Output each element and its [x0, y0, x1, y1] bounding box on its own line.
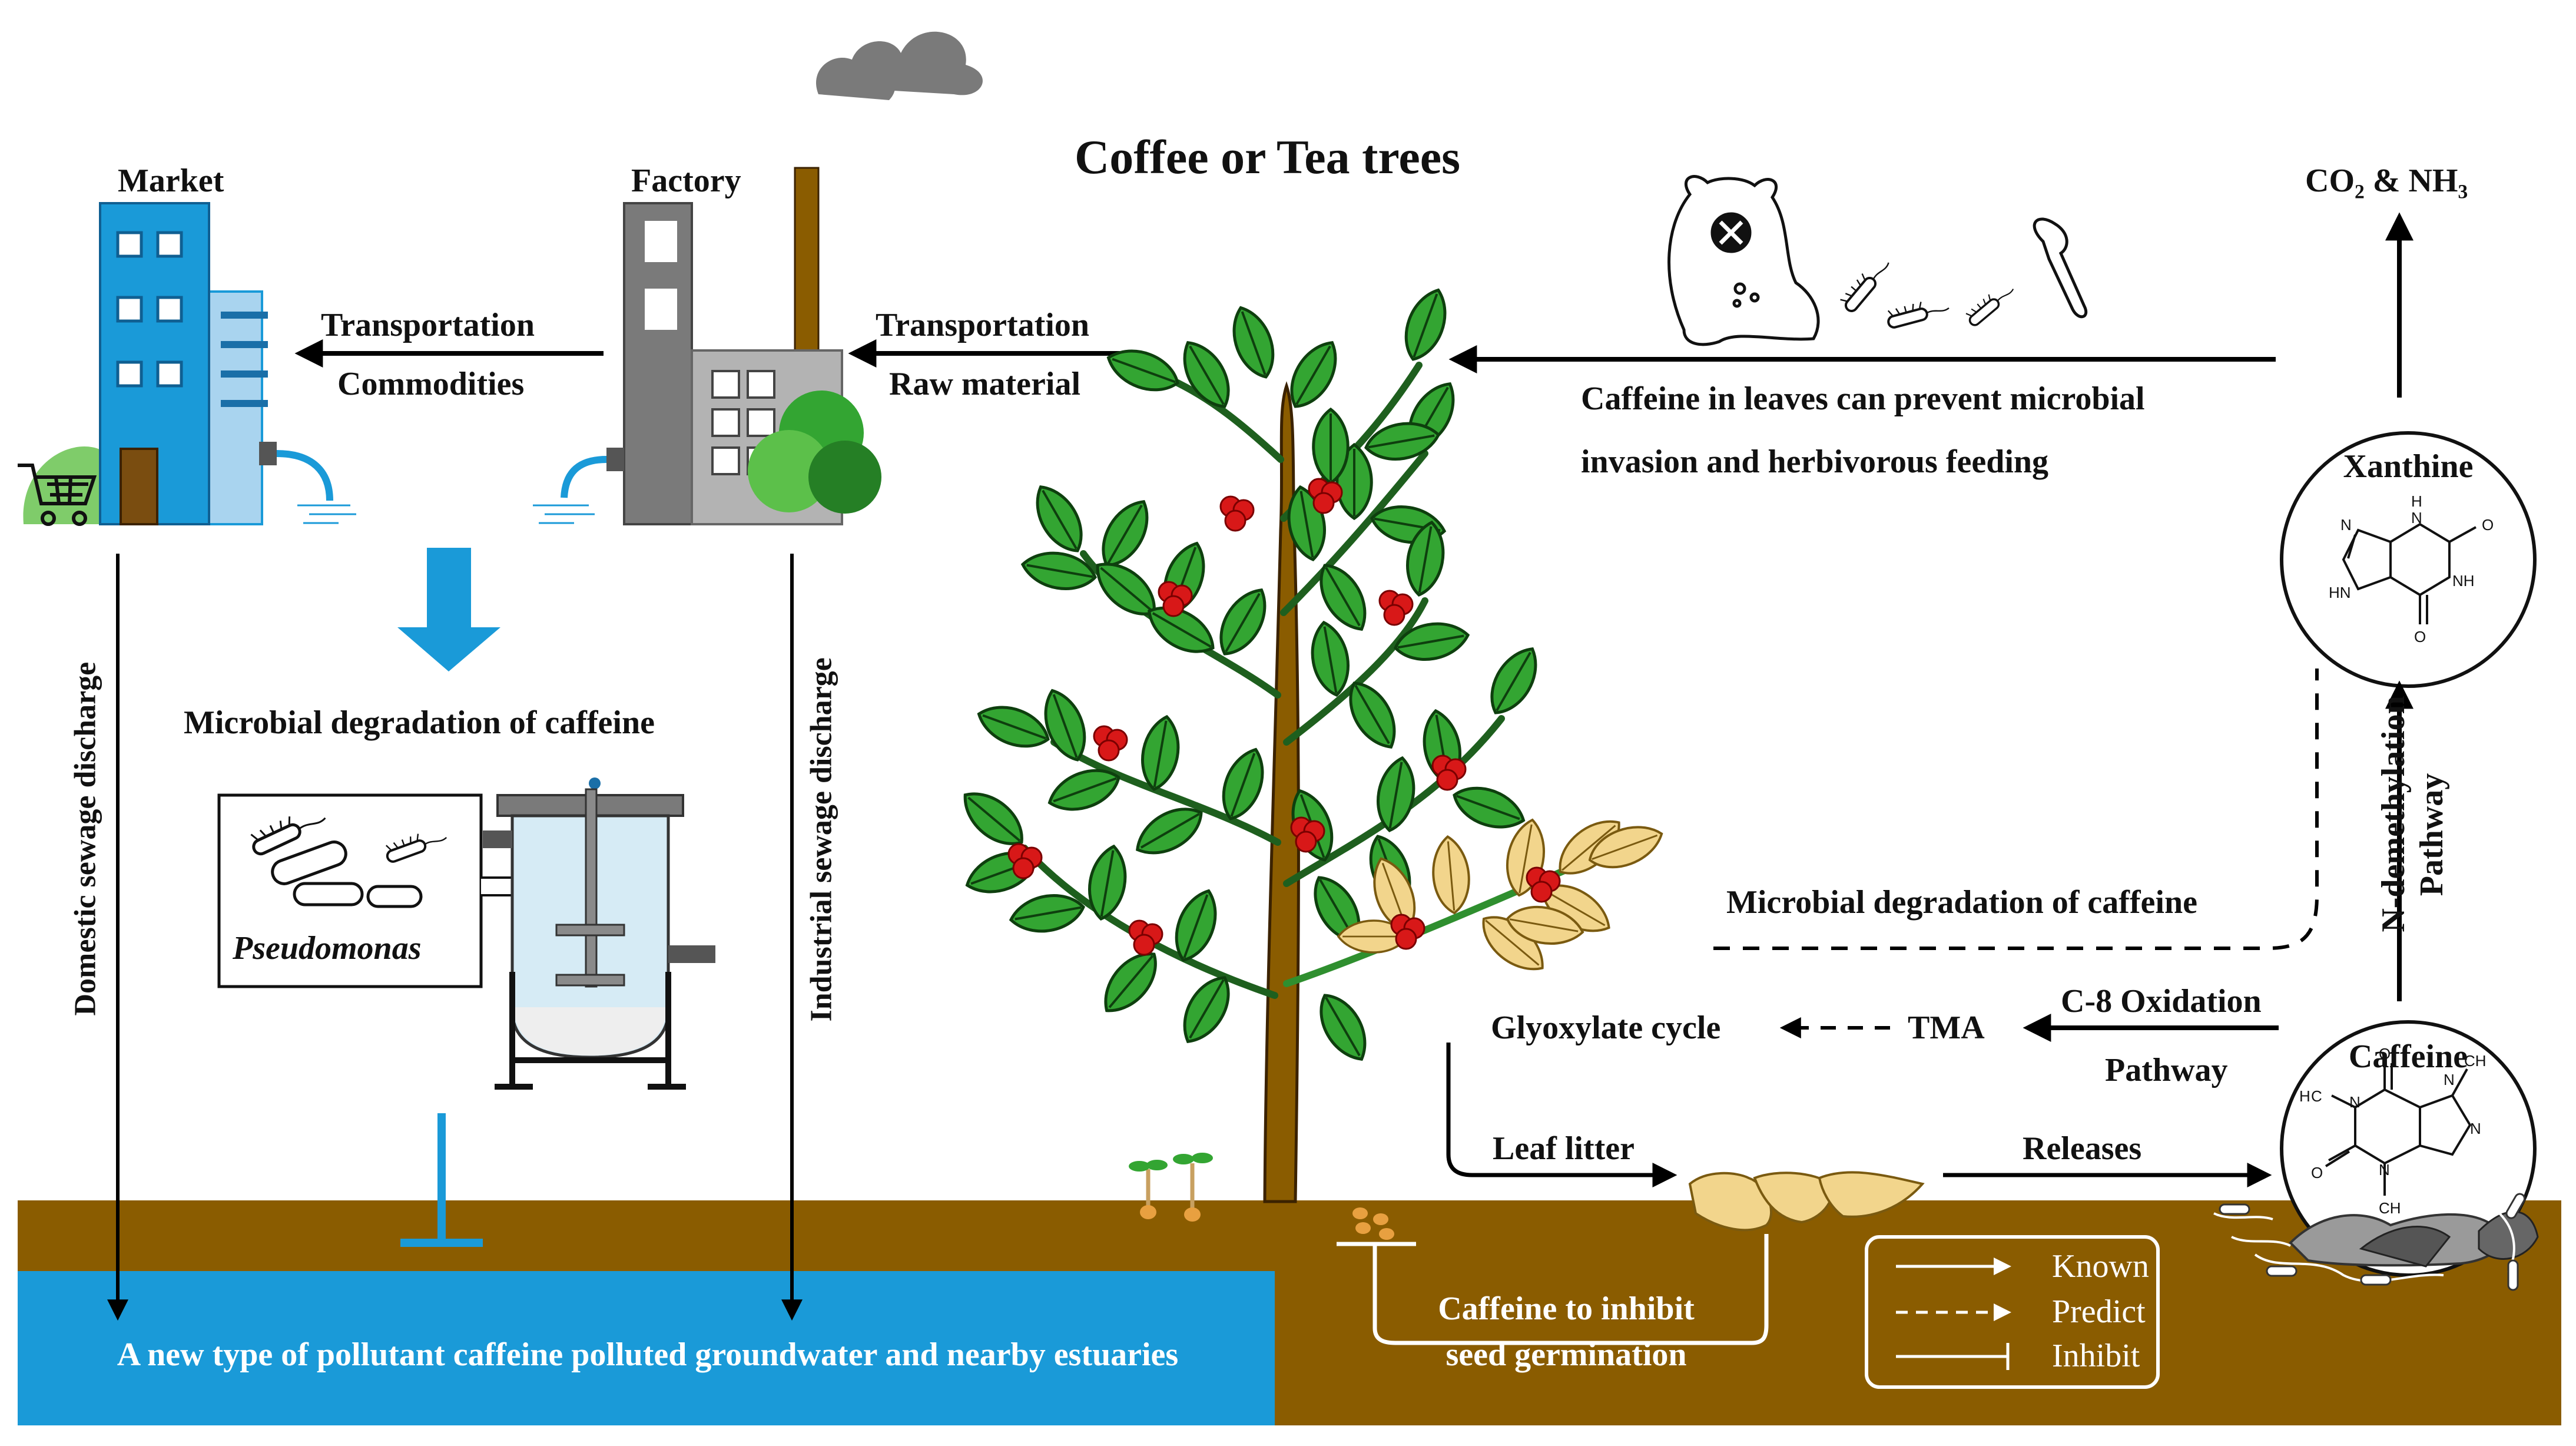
diagram-title: Coffee or Tea trees [1075, 130, 1461, 184]
caffeine-label: Caffeine [2348, 1038, 2468, 1075]
industrial-sewage-label: Industrial sewage discharge [804, 657, 838, 1022]
market-building [23, 202, 356, 525]
legend-inhibit-line [1896, 1343, 2010, 1370]
releases-label: Releases [2023, 1130, 2142, 1167]
svg-text:N: N [2411, 509, 2422, 527]
factory-building [533, 31, 983, 525]
transport-raw-material-line2: Raw material [889, 366, 1081, 402]
n-demethylation-label: N-demethylation [2375, 696, 2412, 932]
pseudomonas-label: Pseudomonas [233, 930, 422, 967]
svg-text:O: O [2379, 1045, 2391, 1063]
legend-box [1865, 1235, 2160, 1389]
svg-text:N: N [2379, 1161, 2390, 1179]
microbial-degradation-right-label: Microbial degradation of caffeine [1726, 884, 2197, 921]
svg-text:HN: HN [2329, 584, 2351, 601]
svg-text:H: H [2411, 492, 2422, 510]
seeds-icon [1352, 1207, 1394, 1240]
svg-text:N: N [2340, 516, 2352, 534]
soil-microbes-rocks-icon [2213, 1193, 2539, 1291]
market-label: Market [118, 163, 224, 199]
legend-known-label: Known [2052, 1248, 2149, 1285]
blue-down-arrow [397, 548, 500, 671]
svg-text:O: O [2414, 628, 2426, 646]
seed-inhibit-line2: seed germination [1446, 1336, 1687, 1373]
bioreactor-icon [483, 777, 715, 1090]
legend-predict-label: Predict [2052, 1293, 2146, 1330]
seed-inhibit-bracket [1372, 1234, 1769, 1345]
glyoxylate-label: Glyoxylate cycle [1491, 1010, 1721, 1046]
microbe-icons [1838, 217, 2088, 329]
caffeine-structure [2325, 1063, 2472, 1196]
svg-text:O: O [2311, 1164, 2323, 1182]
svg-text:C: C [2311, 1087, 2322, 1105]
svg-text:H: H [2299, 1087, 2310, 1105]
domestic-sewage-label: Domestic sewage discharge [68, 661, 102, 1016]
coffee-tree [954, 284, 1669, 1203]
seedlings-icon [1129, 1153, 1213, 1222]
leaf-caffeine-line1: Caffeine in leaves can prevent microbial [1581, 380, 2145, 417]
c8-pathway-label: Pathway [2105, 1052, 2228, 1088]
legend-inhibit-label: Inhibit [2052, 1338, 2140, 1374]
svg-text:O: O [2482, 516, 2494, 534]
factory-label: Factory [631, 163, 741, 199]
inhibit-symbol [400, 1113, 483, 1247]
co2-nh3-label: CO₂ & NH₃ [2305, 163, 2468, 199]
c8-oxidation-label: C-8 Oxidation [2061, 983, 2262, 1020]
herbivore-icon [1667, 175, 1820, 346]
microbial-degradation-title: Microbial degradation of caffeine [184, 704, 655, 741]
transport-commodities-line2: Commodities [337, 366, 525, 402]
xanthine-structure [2342, 522, 2476, 624]
svg-text:CH: CH [2379, 1199, 2401, 1217]
seed-inhibit-line1: Caffeine to inhibit [1438, 1291, 1695, 1327]
pollution-label: A new type of pollutant caffeine pollute… [117, 1336, 1179, 1373]
microbial-degradation-predicted-arrow [1713, 669, 2319, 950]
transport-commodities-line1: Transportation [321, 307, 535, 343]
groundwater-layer [18, 1271, 1275, 1425]
xanthine-label: Xanthine [2343, 448, 2474, 485]
shopping-cart-icon [18, 464, 97, 526]
svg-text:N: N [2470, 1120, 2481, 1137]
svg-text:NH: NH [2452, 572, 2475, 590]
demethylation-pathway-label: Pathway [2413, 773, 2450, 896]
tma-label: TMA [1908, 1010, 1985, 1046]
leaf-caffeine-line2: invasion and herbivorous feeding [1581, 444, 2049, 480]
leaf-litter-label: Leaf litter [1493, 1130, 1635, 1167]
svg-text:N: N [2444, 1071, 2455, 1088]
leaf-litter-arrow [1446, 1043, 1677, 1187]
caffeine-circle [2280, 1020, 2537, 1277]
svg-text:N: N [2349, 1093, 2360, 1111]
pseudomonas-bacteria-icon [248, 803, 448, 908]
transport-raw-material-line1: Transportation [876, 307, 1089, 343]
svg-text:CH: CH [2464, 1052, 2487, 1070]
leaf-litter-icon [1688, 1171, 1925, 1232]
